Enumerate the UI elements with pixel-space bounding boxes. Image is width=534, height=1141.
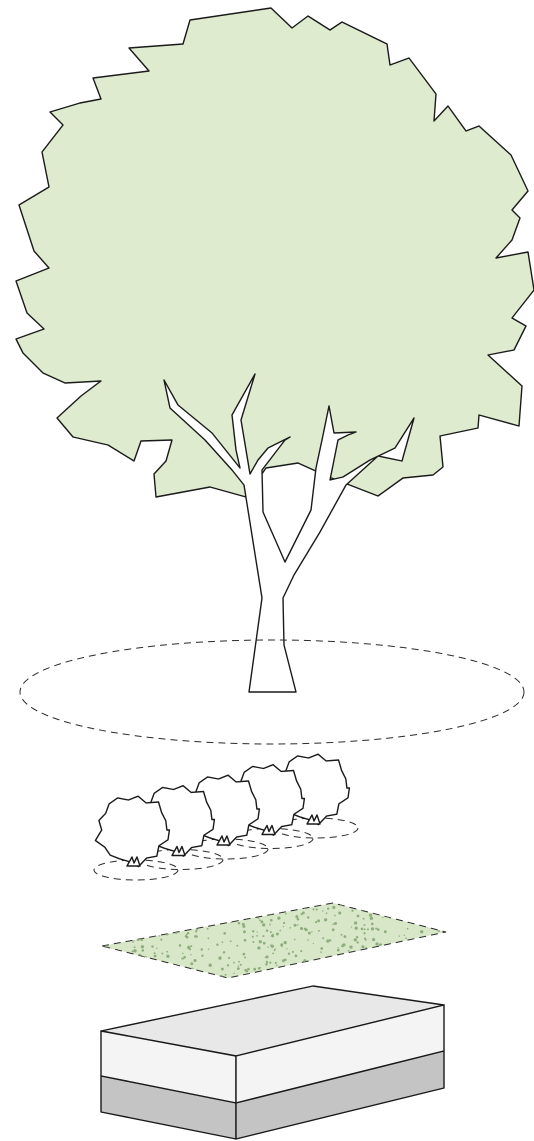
soil-lower-side-right [235,1050,445,1140]
shrub-icon [93,795,179,881]
groundcover-patch-icon [101,902,447,979]
shrub-layer [93,753,359,881]
tree-canopy-icon [15,7,534,498]
tree-dripline-outline [19,639,525,745]
groundcover-layer [101,902,447,979]
tree-trunk-icon [163,373,415,693]
soil-layer [100,985,445,1140]
tree-layer [15,7,534,745]
